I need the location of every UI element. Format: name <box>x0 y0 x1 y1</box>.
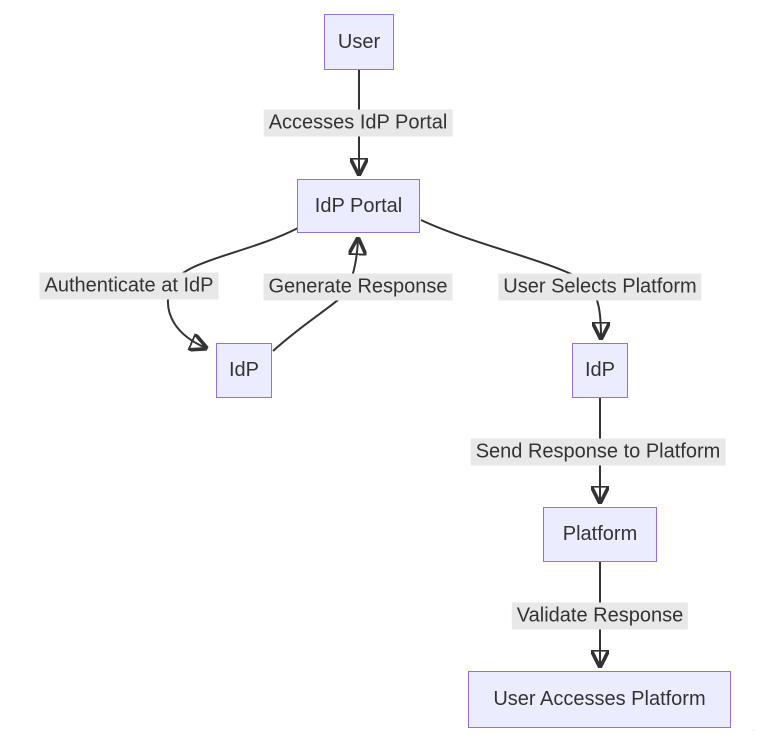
edge-label-generate-response: Generate Response <box>263 273 453 301</box>
corner-artifact-mark: · <box>752 726 755 735</box>
node-user[interactable]: User <box>324 14 394 70</box>
edge-label-send-response-to-platform: Send Response to Platform <box>470 438 726 466</box>
node-platform[interactable]: Platform <box>543 507 657 562</box>
node-user-accesses-platform[interactable]: User Accesses Platform <box>468 671 731 728</box>
node-idp-portal[interactable]: IdP Portal <box>297 179 420 233</box>
node-idp-right[interactable]: IdP <box>572 343 628 398</box>
edge-label-authenticate-at-idp: Authenticate at IdP <box>39 272 219 300</box>
edge-label-validate-response: Validate Response <box>511 602 689 630</box>
edge-label-accesses-idp-portal: Accesses IdP Portal <box>263 109 453 137</box>
edge-label-user-selects-platform: User Selects Platform <box>498 273 702 301</box>
node-idp-left[interactable]: IdP <box>216 343 272 398</box>
